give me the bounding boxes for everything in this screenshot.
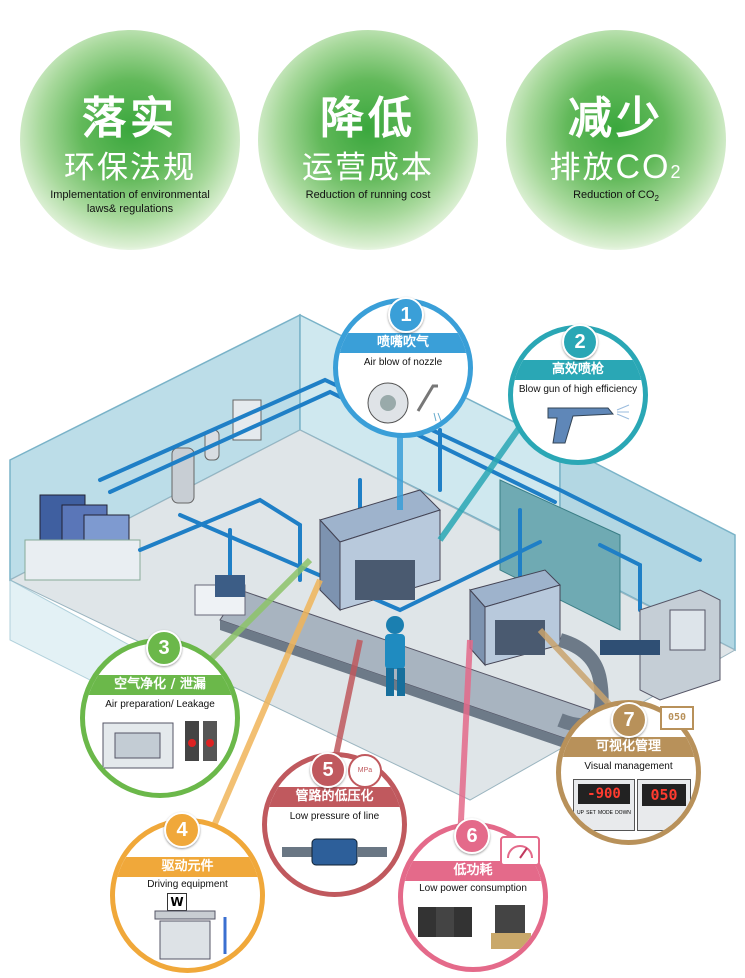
factory-illustration xyxy=(8,313,737,841)
callout-title: 低功耗 xyxy=(403,861,543,881)
nozzle-icon xyxy=(367,382,442,424)
goal-subtitle: 运营成本 xyxy=(302,150,434,186)
button-up-label: UP xyxy=(577,810,584,816)
goal-subtitle: 排放CO2 xyxy=(506,142,726,187)
button-set-label: SET xyxy=(586,810,596,816)
callout-number: 1 xyxy=(388,297,424,333)
callout-english: Air blow of nozzle xyxy=(363,357,443,368)
goal-english-line2: laws& regulations xyxy=(86,203,174,215)
callout-english: Low power consumption xyxy=(419,883,527,894)
fitting-icon xyxy=(282,838,387,866)
goal-subtitle-sub: 2 xyxy=(670,162,683,182)
goal-english-line1: Reduction of CO xyxy=(573,189,655,201)
goal-english: Reduction of CO2 xyxy=(516,188,716,206)
weight-tag: W xyxy=(167,893,187,911)
blow-gun-icon xyxy=(547,404,630,444)
goal-title: 减少 xyxy=(568,93,664,144)
power-meter-icon xyxy=(500,836,540,866)
callout-title: 空气净化 / 泄漏 xyxy=(85,675,235,695)
button-mode-label: MODE xyxy=(597,810,613,816)
compressor-units xyxy=(24,494,141,581)
button-down-label: DOWN xyxy=(615,810,631,816)
goal-subtitle: 环保法规 xyxy=(64,150,196,186)
air-preparation-icon xyxy=(102,721,217,769)
callout-title: 驱动元件 xyxy=(115,857,260,877)
goal-english: Implementation of environmental laws& re… xyxy=(30,188,230,216)
goal-subtitle-co: CO xyxy=(615,148,671,186)
solenoid-valve-icon xyxy=(418,905,531,949)
callout-number: 3 xyxy=(146,630,182,666)
callout-title: 可视化管理 xyxy=(561,737,696,757)
callout-english: Driving equipment xyxy=(147,879,228,890)
goal-title: 降低 xyxy=(320,93,416,144)
callout-number: 2 xyxy=(562,324,598,360)
callout-number: 7 xyxy=(611,702,647,738)
goal-environment: 落实 环保法规 Implementation of environmental … xyxy=(20,30,240,250)
lcd-readout-2: 050 xyxy=(642,784,686,806)
callout-english: Visual management xyxy=(584,761,673,772)
lcd-readout-1: -900 xyxy=(578,784,630,804)
pressure-switch-display-2: 050 xyxy=(637,779,691,831)
callout-air-preparation: 空气净化 / 泄漏 Air preparation/ Leakage xyxy=(80,638,240,798)
goal-title: 落实 xyxy=(82,93,178,144)
callout-title: 管路的低压化 xyxy=(267,787,402,807)
pressure-gauge-icon: MPa xyxy=(348,754,382,788)
callout-number: 6 xyxy=(454,818,490,854)
callout-number: 5 xyxy=(310,752,346,788)
worker xyxy=(385,616,405,696)
callout-air-blow-nozzle: 喷嘴吹气 Air blow of nozzle xyxy=(333,298,473,438)
callout-english: Low pressure of line xyxy=(289,811,380,822)
callout-english: Air preparation/ Leakage xyxy=(105,699,215,710)
cylinder-icon xyxy=(154,910,227,960)
goal-subtitle-prefix: 排放 xyxy=(549,150,616,186)
machine-1 xyxy=(319,489,441,612)
machine-2 xyxy=(469,569,561,667)
partition-wall xyxy=(499,479,621,631)
goal-co2: 减少 排放CO2 Reduction of CO2 xyxy=(506,30,726,250)
switch-buttons: UP SET MODE DOWN xyxy=(576,810,632,816)
control-cabinet xyxy=(600,589,721,701)
workstation xyxy=(194,575,246,616)
pressure-switch-display-1: -900 UP SET MODE DOWN xyxy=(573,779,635,831)
digital-display-icon: 050 xyxy=(660,706,694,730)
callout-title: 喷嘴吹气 xyxy=(338,333,468,353)
goal-english-line1: Implementation of environmental xyxy=(50,189,210,201)
goal-cost: 降低 运营成本 Reduction of running cost xyxy=(258,30,478,250)
callout-english: Blow gun of high efficiency xyxy=(518,384,638,395)
callout-title: 高效喷枪 xyxy=(513,360,643,380)
goal-english-sub: 2 xyxy=(654,194,659,204)
callout-number: 4 xyxy=(164,812,200,848)
goal-english: Reduction of running cost xyxy=(305,189,431,201)
